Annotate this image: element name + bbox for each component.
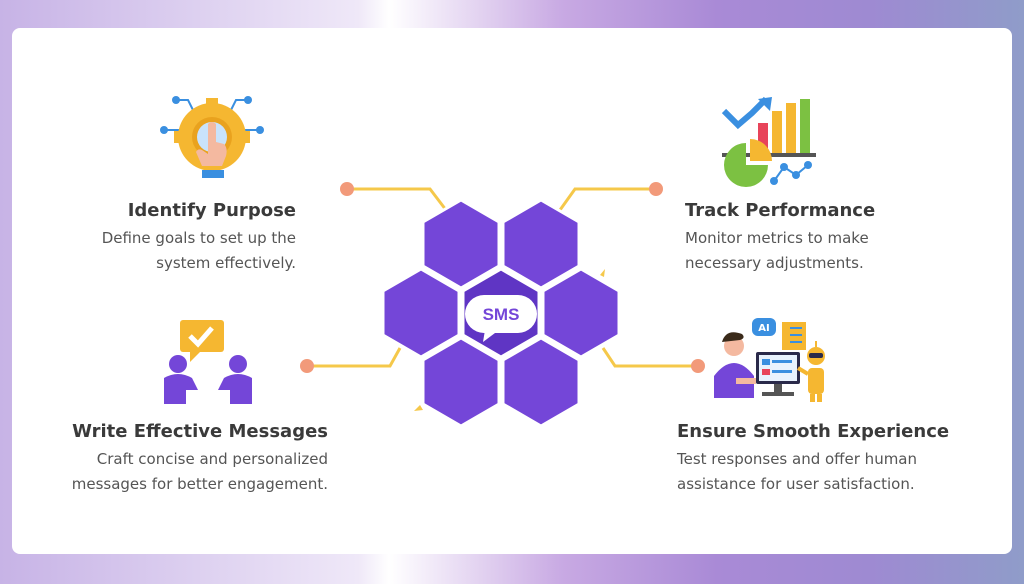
hex-left: [381, 267, 461, 359]
step-title: Write Effective Messages: [72, 421, 328, 442]
connector-top-right: [558, 187, 656, 211]
step-title: Identify Purpose: [127, 200, 296, 221]
step-desc-line-2: necessary adjustments.: [685, 254, 864, 272]
connector-node-top-right: [649, 182, 663, 196]
analytics-chart-icon: [721, 96, 816, 187]
step-title: Ensure Smooth Experience: [677, 421, 950, 442]
chat-people-icon: [164, 320, 252, 404]
step-desc-line-1: Define goals to set up the: [101, 229, 296, 247]
step-track-performance: Track Performance Monitor metrics to mak…: [685, 200, 875, 276]
sms-bubble: [465, 295, 537, 333]
hex-bottom-right: [501, 336, 581, 428]
sms-label: SMS: [483, 305, 520, 324]
step-desc-line-1: Test responses and offer human: [677, 450, 918, 468]
step-ensure-smooth-experience: Ensure Smooth Experience Test responses …: [677, 421, 949, 497]
connector-top-left: [347, 187, 448, 211]
connector-node-bottom-left: [300, 359, 314, 373]
ai-badge-text: AI: [758, 323, 769, 334]
step-desc-line-2: messages for better engagement.: [71, 475, 328, 493]
hex-right: [541, 267, 621, 359]
connector-node-top-left: [340, 182, 354, 196]
connector-bottom-left: [307, 347, 402, 368]
hex-top-left: [421, 198, 501, 290]
hex-top-right: [501, 198, 581, 290]
ai-support-icon: AI: [714, 318, 825, 402]
connector-bottom-right: [601, 347, 698, 368]
step-desc-line-2: system effectively.: [156, 254, 296, 272]
step-desc-line-2: assistance for user satisfaction.: [677, 475, 915, 493]
step-title: Track Performance: [685, 200, 876, 221]
gear-touch-icon: [160, 96, 264, 178]
step-write-effective-messages: Write Effective Messages Craft concise a…: [72, 421, 328, 497]
connector-node-bottom-right: [691, 359, 705, 373]
hex-bottom-left: [421, 336, 501, 428]
step-identify-purpose: Identify Purpose Define goals to set up …: [102, 200, 296, 276]
step-desc-line-1: Monitor metrics to make: [685, 229, 869, 247]
step-desc-line-1: Craft concise and personalized: [96, 450, 328, 468]
